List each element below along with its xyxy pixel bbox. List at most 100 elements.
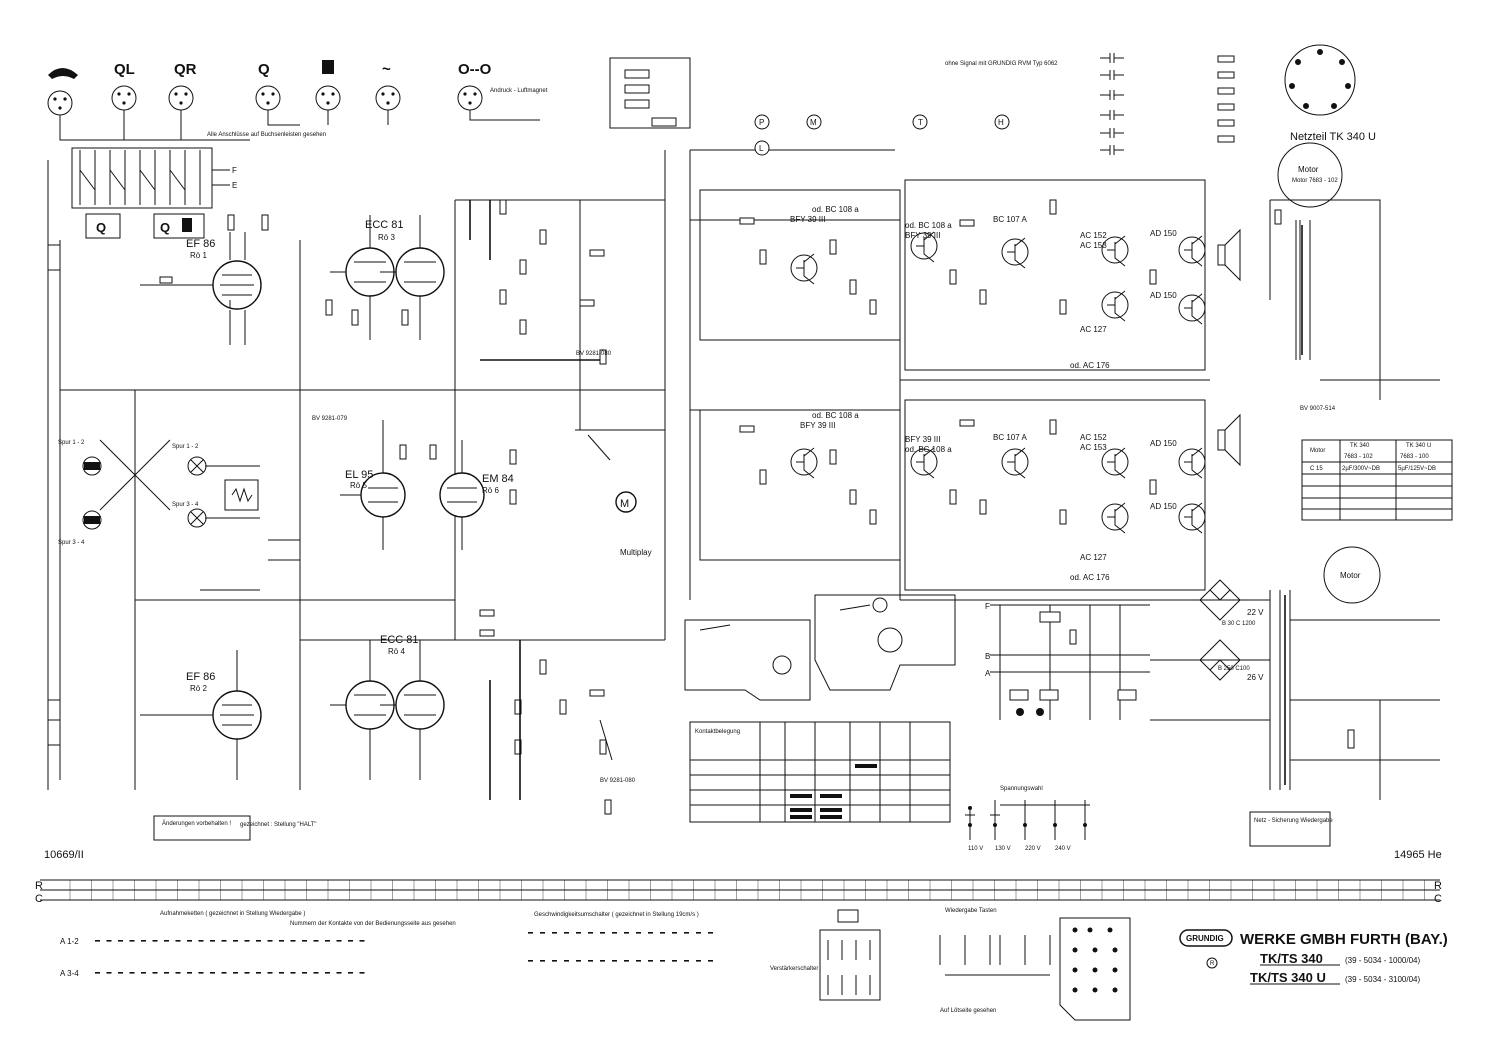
tr-l-8: AD 150 — [1150, 439, 1177, 448]
tr-u-8: AD 150 — [1150, 229, 1177, 238]
speed-contact — [576, 960, 581, 962]
passive-components-tube-area — [200, 199, 613, 815]
playback-buttons: Wiedergabe Tasten Auf Lötseite gesehen — [939, 908, 1051, 1014]
tube-type-2: EF 86 — [186, 671, 215, 683]
switch-contact — [95, 972, 100, 974]
tr-l-6: AC 152 — [1080, 433, 1107, 442]
record-chain-label: Aufnahmeketten ( gezeichnet in Stellung … — [160, 911, 305, 917]
speed-contact — [696, 932, 701, 934]
legend-block: P M T H L ohne Signal mit GRUNDIG RVM Ty… — [609, 53, 1235, 156]
speed-contact — [648, 960, 653, 962]
doc-number-left: 10669/II — [44, 849, 84, 861]
tube-stage-ecc81-4: ECC 81 Rö 4 — [330, 634, 445, 780]
connector-plate — [1059, 917, 1131, 1021]
tube-type-1: EF 86 — [186, 238, 215, 250]
svg-text:R: R — [1210, 961, 1215, 967]
motor-table-h1: TK 340 — [1350, 443, 1370, 449]
v-130: 130 V — [995, 846, 1011, 852]
speed-switch: Geschwindigkeitsumschalter ( gezeichnet … — [528, 912, 713, 962]
motor-table: Motor TK 340 TK 340 U 7683 - 102 7683 - … — [1301, 439, 1453, 521]
tr-u-3: BFY 39 III — [905, 231, 940, 240]
speed-contact — [624, 960, 629, 962]
svg-text:H: H — [998, 118, 1004, 127]
speed-contact — [636, 932, 641, 934]
switch-contact — [129, 940, 135, 942]
doc-number-right: 14965 He — [1394, 849, 1442, 861]
speed-contact — [708, 960, 713, 962]
speed-contact — [660, 932, 665, 934]
tube-ref-4: Rö 4 — [388, 647, 405, 656]
speed-contact — [600, 932, 605, 934]
tr-u-7: AC 153 — [1080, 241, 1107, 250]
tr-l-11: od. AC 176 — [1070, 573, 1110, 582]
bv-label-3: BV 9281-080 — [600, 778, 636, 784]
speed-contact — [636, 960, 641, 962]
motor-label-lower: Motor — [1340, 571, 1361, 580]
svg-text:Q: Q — [96, 220, 106, 235]
svg-text:R: R — [1434, 880, 1442, 892]
tr-u-11: od. AC 176 — [1070, 361, 1110, 370]
power-center: F B A — [985, 602, 1150, 720]
switch-contact — [290, 940, 296, 942]
tr-u-4: od. BC 108 a — [905, 221, 952, 230]
mechanical-drawing — [684, 594, 956, 701]
tr-l-10: AC 127 — [1080, 553, 1107, 562]
switch-contact — [175, 972, 181, 974]
solder-side-label: Auf Lötseite gesehen — [940, 1008, 996, 1014]
tube-type-5: EL 95 — [345, 469, 373, 481]
tr-l-4: od. BC 108 a — [905, 445, 952, 454]
speed-contact — [540, 960, 545, 962]
company-name: WERKE GMBH FURTH (BAY.) — [1240, 931, 1448, 948]
svg-text:A: A — [985, 669, 991, 678]
tr-l-1: BFY 39 III — [800, 421, 835, 430]
contact-strip: 10669/II 14965 He R C R C — [35, 849, 1442, 905]
switch-contact — [164, 940, 169, 942]
switch-contact — [233, 940, 238, 942]
numbering-note: Nummern der Kontakte von der Bedienungss… — [290, 921, 456, 927]
switch-contact — [210, 972, 215, 974]
switch-contact — [302, 972, 307, 974]
model-2-code: (39 - 5034 - 3100/04) — [1345, 975, 1420, 984]
switch-contact — [359, 972, 365, 974]
svg-text:B: B — [985, 652, 990, 661]
switch-contact — [175, 940, 181, 942]
switch-contact — [313, 972, 319, 974]
switch-contact — [95, 940, 100, 942]
amp-switch: Verstärkerschalter — [770, 909, 881, 1001]
speed-contact — [564, 960, 569, 962]
sockets-note: Alle Anschlüsse auf Buchsenleisten geseh… — [207, 132, 326, 138]
bv-label-2: BV 9281-080 — [576, 351, 612, 357]
speed-contact — [552, 932, 557, 934]
switch-contact — [187, 972, 192, 974]
bus-wiring — [47, 149, 1210, 790]
tr-u-1: BFY 39 III — [790, 215, 825, 224]
bv-9007: BV 9007-514 — [1300, 406, 1336, 412]
switch-contact — [302, 940, 307, 942]
volt-26: 26 V — [1247, 673, 1264, 682]
tr-u-5: BC 107 A — [993, 215, 1027, 224]
title-block: GRUNDIG R WERKE GMBH FURTH (BAY.) TK/TS … — [1179, 929, 1448, 985]
svg-text:C: C — [1434, 893, 1442, 905]
switch-contact — [198, 972, 204, 974]
brand-logo: GRUNDIG — [1186, 934, 1224, 943]
transistor-amp-upper: BFY 39 III od. BC 108 a BFY 39 III od. B… — [699, 179, 1241, 371]
svg-text:M: M — [620, 498, 629, 510]
motor-table-r0c1: 7683 - 102 — [1344, 454, 1373, 460]
contacts-label: Kontaktbelegung — [695, 729, 740, 735]
volt-22: 22 V — [1247, 608, 1264, 617]
tube-ref-6: Rö 6 — [482, 486, 499, 495]
changes-note: Änderungen vorbehalten ! — [162, 820, 231, 827]
tube-ref-3: Rö 3 — [378, 233, 395, 242]
transistor-amp-lower: BFY 39 III od. BC 108 a BFY 39 III od. B… — [699, 399, 1241, 591]
voltage-select-label: Spannungswahl — [1000, 786, 1043, 792]
speed-contact — [672, 932, 677, 934]
svg-text:M: M — [810, 118, 817, 127]
speed-contact — [588, 960, 593, 962]
notes-left: Änderungen vorbehalten ! gezeichnet : St… — [153, 815, 317, 841]
rectifier-2: B 250 C100 — [1218, 666, 1250, 672]
tilde-symbol: ~ — [382, 61, 391, 78]
power-supply-area: Netzteil TK 340 U Motor Motor 7683 - 102… — [1150, 44, 1453, 847]
speed-contact — [612, 960, 617, 962]
track-label-2: Spur 3 - 4 — [58, 540, 85, 546]
